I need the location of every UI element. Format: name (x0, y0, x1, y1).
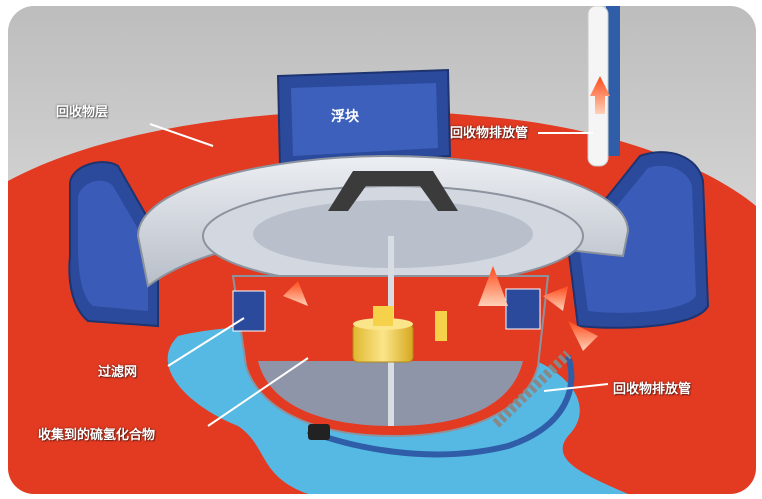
discharge-pipe-blue (606, 6, 620, 156)
inner-bowl-recess (253, 200, 533, 268)
filter-screen-left (232, 290, 266, 332)
discharge-pipe-bottom-label: 回收物排放管 (613, 382, 692, 397)
small-post (435, 311, 447, 341)
leader-line (207, 357, 309, 427)
skimmer-illustration (8, 6, 756, 494)
filter-screen-label: 过滤网 (98, 365, 138, 380)
left-float-face (78, 180, 148, 311)
flow-arrow-icon (283, 281, 308, 306)
up-arrow-icon (590, 76, 610, 114)
recovered-layer-label: 回收物层 (56, 105, 109, 120)
discharge-pipe-top-label: 回收物排放管 (450, 126, 529, 141)
hose (306, 355, 575, 458)
right-float-face (580, 165, 696, 313)
filter-screen-right (505, 288, 541, 330)
leader-line (149, 123, 214, 147)
bucket-cap (373, 306, 393, 326)
diagram-frame: 浮块 回收物层 回收物排放管 过滤网 收集到的硫氢化合物 回收物排放管 (8, 6, 756, 494)
flow-arrow-icon-2 (478, 266, 508, 306)
hose-end (308, 424, 330, 440)
flow-arrow-icon-4 (543, 286, 568, 311)
float-label: 浮块 (331, 109, 359, 125)
hose-coupling (492, 350, 572, 428)
leader-line (167, 317, 245, 367)
float-block-face (291, 83, 438, 156)
leader-line (543, 383, 609, 392)
collected-compound-label: 收集到的硫氢化合物 (38, 428, 156, 443)
flow-arrow-icon-3 (568, 321, 598, 351)
handle (328, 171, 458, 211)
